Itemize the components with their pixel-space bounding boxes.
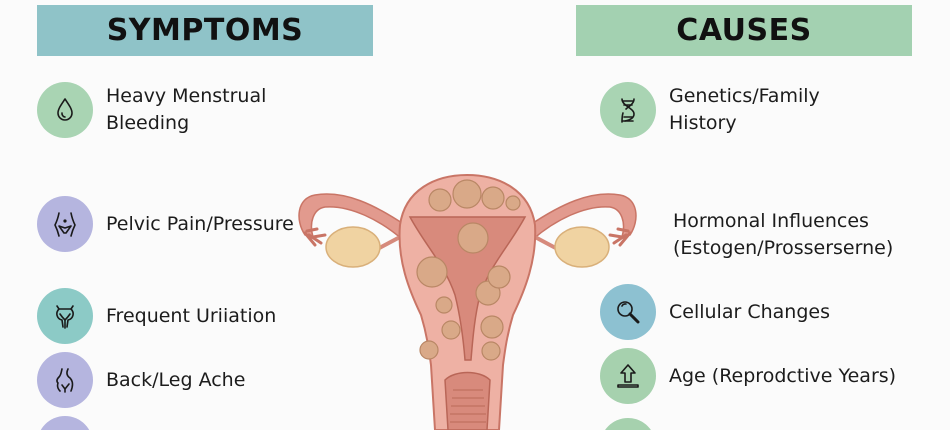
symptom-label: Frequent Uriiation: [106, 304, 277, 327]
dna-icon: [600, 82, 656, 138]
cause-label: Cellular Changes: [669, 300, 830, 323]
cause-label: Genetics/Family History: [669, 85, 820, 134]
cause-age: Age (Reprodctive Years): [600, 348, 896, 404]
droplet-icon: [37, 82, 93, 138]
bladder-icon: [37, 288, 93, 344]
back-hip-icon: [37, 352, 93, 408]
partial-icon: [600, 418, 656, 430]
uterus-fibroids-illustration: [298, 173, 637, 430]
causes-header: CAUSES: [576, 5, 912, 56]
magnifier-icon: [600, 284, 656, 340]
symptom-heavy-bleeding: Heavy Menstrual Bleeding: [37, 82, 266, 138]
cause-genetics: Genetics/Family History: [600, 82, 820, 138]
partial-icon: [37, 416, 93, 430]
cause-cellular-changes: Cellular Changes: [600, 284, 830, 340]
cause-hormonal: Hormonal Influences (Estogen/Prossersern…: [600, 207, 893, 263]
symptoms-header: SYMPTOMS: [37, 5, 373, 56]
symptom-pelvic-pain: Pelvic Pain/Pressure: [37, 196, 294, 252]
pelvis-icon: [37, 196, 93, 252]
cause-label: Hormonal Influences (Estogen/Prossersern…: [673, 210, 894, 259]
symptom-frequent-urination: Frequent Uriiation: [37, 288, 276, 344]
symptom-label: Pelvic Pain/Pressure: [106, 212, 294, 235]
symptom-label: Back/Leg Ache: [106, 368, 246, 391]
arrow-up-icon: [600, 348, 656, 404]
symptom-label: Heavy Menstrual Bleeding: [106, 85, 267, 134]
symptom-back-leg-ache: Back/Leg Ache: [37, 352, 245, 408]
symptom-partial: [37, 416, 93, 430]
cause-label: Age (Reprodctive Years): [669, 364, 897, 387]
cause-partial: [600, 418, 656, 430]
